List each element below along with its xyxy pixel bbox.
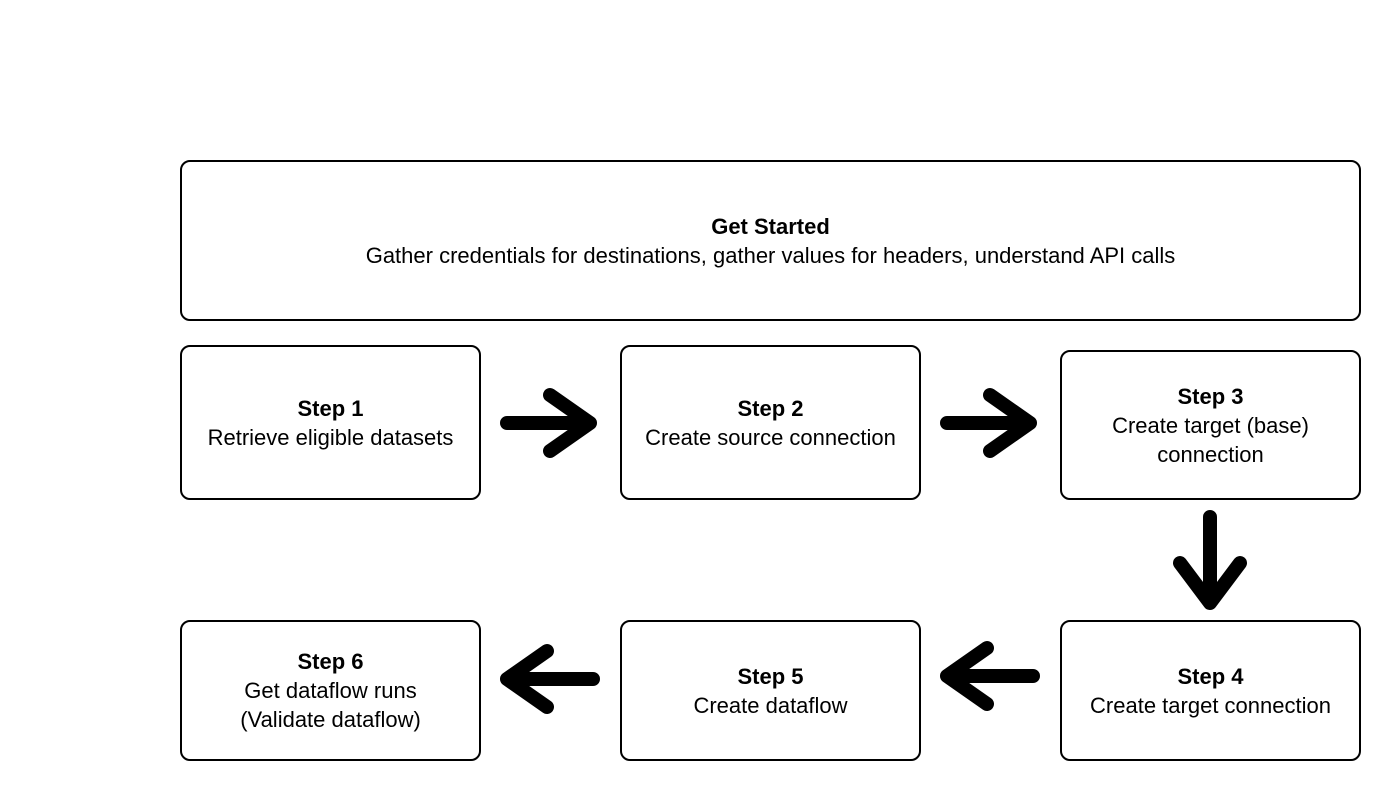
arrow-right-icon <box>500 388 597 458</box>
step-4-title: Step 4 <box>1177 663 1244 689</box>
arrow-down-icon <box>1173 510 1247 610</box>
step-5-description: Create dataflow <box>693 692 848 718</box>
step-5-box: Step 5 Create dataflow <box>620 620 921 761</box>
step-2-box: Step 2 Create source connection <box>620 345 921 500</box>
step-4-description: Create target connection <box>1090 692 1331 718</box>
step-2-title: Step 2 <box>737 395 804 421</box>
step-1-title: Step 1 <box>297 395 364 421</box>
get-started-box: Get Started Gather credentials for desti… <box>180 160 1361 321</box>
step-2-description: Create source connection <box>645 424 896 450</box>
step-4-box: Step 4 Create target connection <box>1060 620 1361 761</box>
arrow-right-icon <box>940 388 1037 458</box>
step-3-box: Step 3 Create target (base) connection <box>1060 350 1361 500</box>
step-6-description-line-1: Get dataflow runs <box>244 678 417 703</box>
arrow-left-icon <box>940 641 1040 711</box>
step-3-description-line-1: Create target (base) <box>1112 412 1309 438</box>
step-6-box: Step 6 Get dataflow runs (Validate dataf… <box>180 620 481 761</box>
step-1-description: Retrieve eligible datasets <box>207 424 454 450</box>
step-6-description-line-2: (Validate dataflow) <box>240 707 421 732</box>
step-6-title: Step 6 <box>297 649 364 674</box>
get-started-description: Gather credentials for destinations, gat… <box>365 242 1176 268</box>
step-3-title: Step 3 <box>1177 383 1244 409</box>
step-3-description-line-2: connection <box>1157 441 1264 467</box>
step-1-box: Step 1 Retrieve eligible datasets <box>180 345 481 500</box>
arrow-left-icon <box>500 644 600 714</box>
get-started-title: Get Started <box>711 213 830 239</box>
step-5-title: Step 5 <box>737 663 804 689</box>
